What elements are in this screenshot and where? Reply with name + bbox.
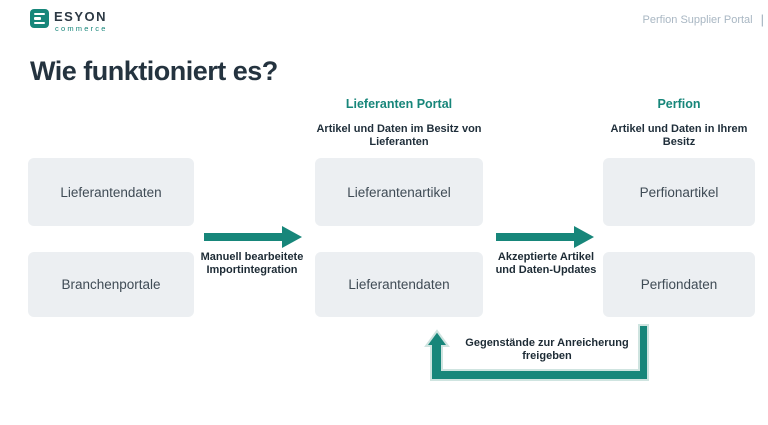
- node-perfionartikel: Perfionartikel: [603, 158, 755, 226]
- arrow-label-feedback: Gegenstände zur Anreicherung freigeben: [465, 337, 629, 363]
- logo-bar: [34, 17, 41, 20]
- header-right: Perfion Supplier Portal |: [643, 12, 764, 27]
- esyon-logo-icon: [30, 9, 49, 28]
- logo-wordmark: ESYON: [54, 9, 108, 24]
- column-subheading-lieferanten-portal: Artikel und Daten im Besitz von Lieferan…: [316, 123, 482, 149]
- page-title: Wie funktioniert es?: [30, 56, 278, 86]
- arrow-right-accepted-icon: [496, 226, 594, 248]
- column-heading-lieferanten-portal: Lieferanten Portal: [345, 97, 453, 111]
- arrow-feedback-elbow-icon: [424, 324, 649, 381]
- node-perfiondaten: Perfiondaten: [603, 252, 755, 317]
- logo-sub-label: commerce: [55, 24, 108, 33]
- node-lieferantendaten-portal: Lieferantendaten: [315, 252, 483, 317]
- column-heading-perfion: Perfion: [657, 97, 701, 111]
- arrow-label-import: Manuell bearbeitete Importintegration: [200, 251, 304, 277]
- portal-name-label: Perfion Supplier Portal: [642, 13, 753, 26]
- arrow-label-accepted: Akzeptierte Artikel und Daten-Updates: [495, 251, 597, 277]
- logo-bar: [34, 13, 45, 16]
- node-lieferantendaten-source: Lieferantendaten: [28, 158, 194, 226]
- header-divider: |: [760, 12, 764, 27]
- node-lieferantenartikel: Lieferantenartikel: [315, 158, 483, 226]
- node-branchenportale: Branchenportale: [28, 252, 194, 317]
- arrow-right-import-icon: [204, 226, 302, 248]
- logo-bar: [34, 21, 45, 24]
- column-subheading-perfion: Artikel und Daten in Ihrem Besitz: [610, 123, 748, 149]
